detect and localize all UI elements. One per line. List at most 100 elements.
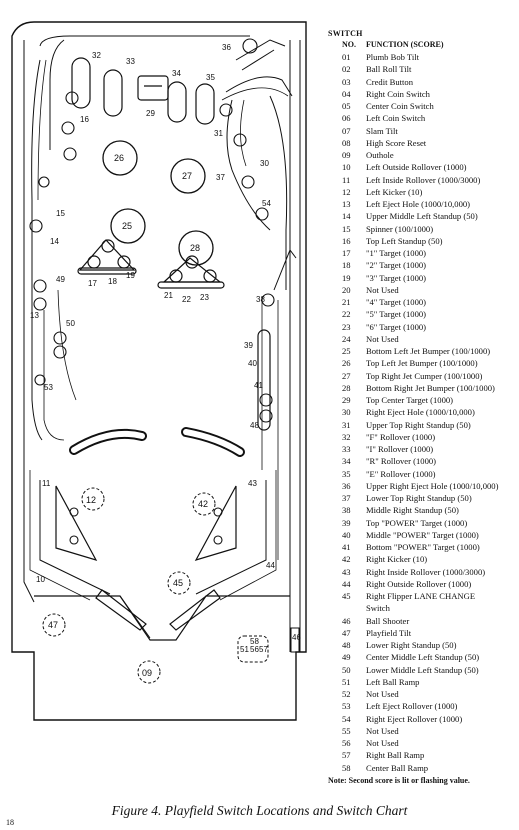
- label-48: 48: [250, 421, 259, 430]
- switch-function: Lower Right Standup (50): [366, 640, 457, 650]
- switch-function: Not Used: [366, 284, 399, 295]
- switch-number: 15: [342, 223, 351, 234]
- label-22: 22: [182, 295, 191, 304]
- chart-header-function: FUNCTION (SCORE): [366, 40, 444, 49]
- switch-number: 53: [342, 701, 351, 712]
- switch-number: 52: [342, 689, 351, 699]
- switch-function: Upper Middle Left Standup (50): [366, 211, 478, 222]
- switch-number: 05: [342, 101, 351, 111]
- switch-number: 29: [342, 395, 351, 405]
- chart-header-row: NO.FUNCTION (SCORE): [328, 39, 518, 51]
- switch-function: Top Right Jet Cumper (100/1000): [366, 370, 483, 381]
- label-40: 40: [248, 359, 257, 368]
- switch-number: 47: [342, 627, 351, 638]
- switch-function: "I" Rollover (1000): [366, 444, 434, 454]
- switch-function: Right Eject Hole (1000/10,000): [366, 407, 475, 418]
- chart-row: 32"F" Rollover (1000): [328, 431, 518, 443]
- switch-number: 13: [342, 199, 351, 209]
- switch-function: Left Ball Ramp: [366, 676, 420, 687]
- label-58: 58: [250, 637, 259, 646]
- switch-function: Upper Right Eject Hole (1000/10,000): [366, 480, 499, 491]
- label-27: 27: [182, 171, 192, 181]
- switch-number: 42: [342, 554, 351, 565]
- switch-number: 43: [342, 566, 351, 577]
- switch-function: Bottom Right Jet Bumper (100/1000): [366, 382, 495, 393]
- switch-function: Right Ball Ramp: [366, 750, 425, 761]
- ball-shooter: [290, 627, 300, 653]
- switch-function: Bottom Left Jet Bumper (100/1000): [366, 346, 491, 356]
- switch-function: Top "POWER" Target (1000): [366, 517, 468, 528]
- switch-number: 21: [342, 297, 351, 307]
- switch-function: Right Outside Rollover (1000): [366, 578, 472, 589]
- switch-function: Not Used: [366, 333, 399, 344]
- switch-09-circle: [137, 660, 161, 684]
- chart-note: Note: Second score is lit or flashing va…: [328, 775, 470, 785]
- switch-number: 31: [342, 419, 351, 430]
- switch-function: Credit Button: [366, 76, 414, 87]
- switch-number: 36: [342, 480, 351, 491]
- chart-row: 33"I" Rollover (1000): [328, 443, 518, 455]
- switch-function: Top Left Standup (50): [366, 235, 443, 246]
- switch-number: 11: [342, 174, 351, 185]
- switch-function: Left Kicker (10): [366, 186, 423, 197]
- label-37: 37: [216, 173, 225, 182]
- chart-row: 23"6" Target (1000): [328, 321, 518, 333]
- switch-number: 26: [342, 358, 351, 369]
- jet-bumper-25: [110, 208, 146, 244]
- switch-number: 37: [342, 493, 351, 503]
- switch-function: Right Coin Switch: [366, 88, 430, 99]
- jet-bumper-27: [170, 158, 206, 194]
- switch-number: 28: [342, 382, 351, 393]
- label-17: 17: [88, 279, 97, 288]
- switch-function: Switch: [366, 603, 390, 614]
- label-44: 44: [266, 561, 275, 570]
- jet-bumper-28: [178, 230, 214, 266]
- switch-function: "5" Target (1000): [366, 309, 427, 320]
- switch-number: 19: [342, 272, 351, 283]
- label-47: 47: [48, 620, 58, 630]
- switch-45-circle: [167, 571, 191, 595]
- switch-function: Lower Top Right Standup (50): [366, 493, 472, 503]
- switch-function: "3" Target (1000): [366, 272, 427, 283]
- label-50: 50: [66, 319, 75, 328]
- switch-number: 40: [342, 529, 351, 540]
- switch-function: "1" Target (1000): [366, 248, 427, 258]
- switch-number: 27: [342, 370, 351, 381]
- label-53: 53: [44, 383, 53, 392]
- switch-function: Ball Shooter: [366, 615, 410, 626]
- switch-function: Upper Top Right Standup (50): [366, 419, 471, 430]
- chart-row: 22"5" Target (1000): [328, 308, 518, 320]
- chart-row: 36 Upper Right Eject Hole (1000/10,000): [328, 480, 518, 492]
- right-slingshot: [194, 485, 237, 561]
- switch-42-circle: [192, 492, 216, 516]
- chart-row: 31 Upper Top Right Standup (50): [328, 419, 518, 431]
- switch-number: 34: [342, 456, 351, 467]
- label-14: 14: [50, 237, 59, 246]
- label-16: 16: [80, 115, 89, 124]
- switch-function: Right Kicker (10): [366, 554, 428, 565]
- switch-number: 17: [342, 248, 351, 258]
- switch-number: 23: [342, 321, 351, 332]
- switch-number: 57: [342, 750, 351, 761]
